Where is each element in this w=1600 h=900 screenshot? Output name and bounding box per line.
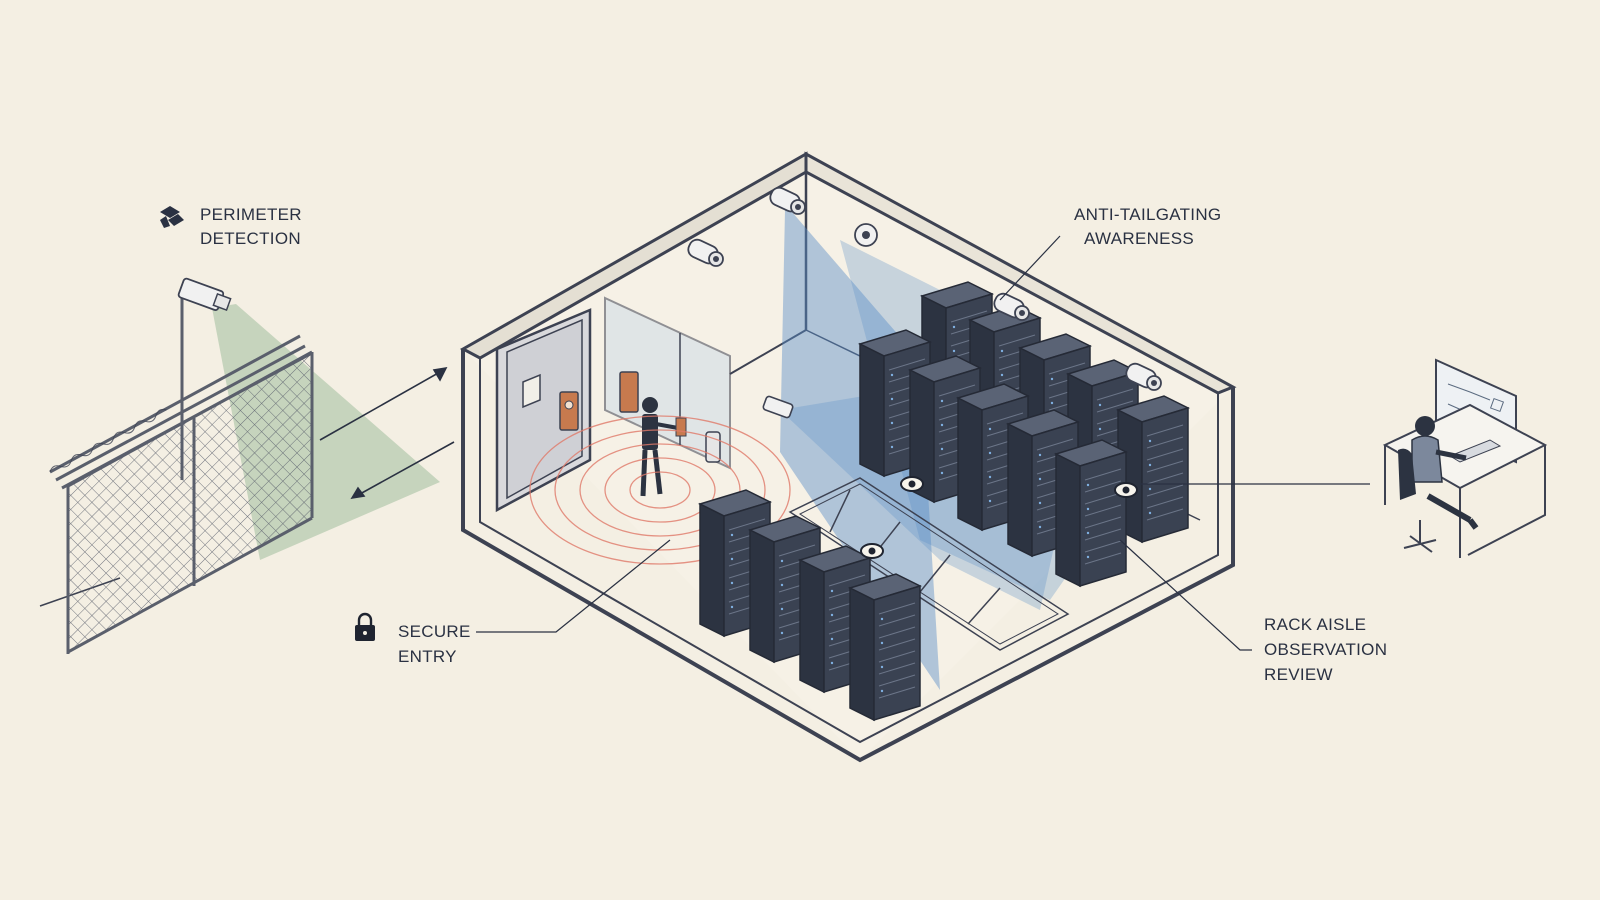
anti-tailgating-label-line1: ANTI-TAILGATING	[1074, 205, 1221, 224]
perimeter-label-line2: DETECTION	[200, 229, 301, 248]
room-floor	[463, 154, 1233, 760]
monitoring-workstation-icon	[1382, 358, 1548, 558]
entry-detection-rings	[529, 415, 791, 565]
perimeter-detection-callout: PERIMETER DETECTION	[160, 205, 302, 248]
eye-icon	[1114, 482, 1138, 498]
secure-entry-callout: SECURE ENTRY	[355, 539, 671, 666]
rack-aisle-label-line1: RACK AISLE	[1264, 615, 1366, 634]
rack-aisle-callout: RACK AISLE OBSERVATION REVIEW	[1119, 539, 1387, 684]
rack-aisle-label-line2: OBSERVATION	[1264, 640, 1387, 659]
shield-chevrons-icon	[160, 206, 184, 228]
glass-entry	[604, 296, 731, 470]
eye-icon	[900, 476, 924, 492]
anti-tailgating-label-line2: AWARENESS	[1084, 229, 1194, 248]
secure-door	[495, 308, 592, 513]
secure-entry-label-line2: ENTRY	[398, 647, 457, 666]
perimeter-label-line1: PERIMETER	[200, 205, 302, 224]
secure-entry-label-line1: SECURE	[398, 622, 471, 641]
anti-tailgating-callout: ANTI-TAILGATING AWARENESS	[999, 205, 1221, 301]
eye-icon	[860, 543, 884, 559]
aisle-floor-tiles	[788, 477, 1070, 651]
security-camera-icon	[762, 395, 794, 419]
person-badge-reader	[640, 397, 687, 497]
security-camera-icon	[177, 277, 232, 311]
flow-arrows	[319, 366, 455, 500]
perimeter-fence	[39, 277, 440, 654]
rack-aisle-label-line3: REVIEW	[1264, 665, 1333, 684]
padlock-icon	[355, 612, 375, 641]
security-camera-icon	[854, 223, 878, 247]
